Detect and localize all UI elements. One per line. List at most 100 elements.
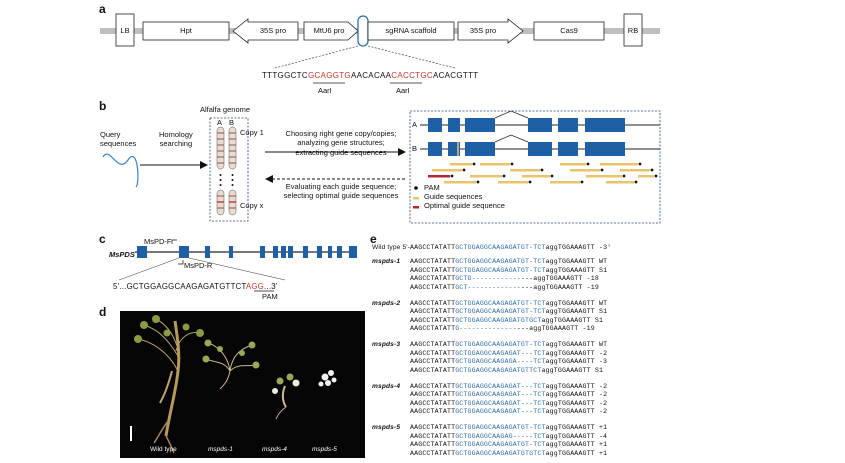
guide-bar — [620, 169, 650, 172]
pam-dot — [550, 174, 554, 178]
photo-label-mspds-4: mspds-4 — [262, 446, 287, 453]
mspds-1-plant — [202, 339, 260, 390]
alignment-row: AAGCCTATATTGCTG---------------aggTGGAAAG… — [410, 275, 599, 282]
p35s-right-arrow — [457, 18, 524, 44]
pam-dot — [450, 174, 454, 178]
alignment-row: AAGCCTATATTGCTGGAGGCAAGAGA----TCTaggTGGA… — [410, 358, 608, 365]
pam-dot — [580, 180, 584, 184]
alignment-row: AAGCCTATATTGCTGGAGGCAAGAG-----TCTaggTGGA… — [410, 432, 608, 440]
pam-dot — [476, 180, 480, 184]
mutant-label-mspds-1: mspds-1 — [372, 258, 401, 265]
chromosome-a — [216, 126, 225, 170]
gene-structure-box — [409, 110, 661, 224]
pam-label: PAM — [262, 292, 278, 301]
rb-box — [623, 13, 643, 47]
guide-bar — [470, 175, 502, 178]
alignment-row: AAGCCTATATTGCTGGAGGCAAGAGATGT-TCTaggTGGA… — [410, 341, 608, 348]
exon-b-5 — [558, 142, 578, 156]
aarl-label-2: AarI — [396, 86, 410, 95]
pam-dot — [600, 168, 604, 172]
primer-f-label: MsPD-F — [144, 237, 172, 246]
target-sequence: 5'...GCTGGAGGCAAGAGATGTTCTAGG...3' — [113, 282, 278, 291]
gene-b-label: B — [412, 144, 418, 153]
alignment-row: AAGCCTATATTGCTGGAGGCAAGAGAT---TCTaggTGGA… — [410, 382, 608, 390]
legend-guide-text: Guide sequences — [424, 192, 483, 201]
panel-label-b: b — [99, 99, 107, 113]
p35s-left-arrow — [232, 18, 299, 44]
legend-optimal-swatch — [413, 206, 419, 209]
mtu6-label: MtU6 pro — [313, 26, 345, 35]
pam-dot — [654, 174, 658, 178]
exon-b-1 — [428, 142, 442, 156]
copyx-label: Copy x — [240, 201, 264, 210]
exon-a-1 — [428, 118, 442, 132]
legend-optimal-text: Optimal guide sequence — [424, 201, 505, 210]
aarl-label-1: AarI — [318, 86, 332, 95]
alignment-row: AAGCCTATATTGCTGGAGGCAAGAGATGT-TCTaggTGGA… — [410, 266, 608, 274]
guide-bar — [450, 163, 472, 166]
pam-dot — [510, 162, 514, 166]
cas9-box — [533, 21, 605, 41]
legend-guide-swatch — [413, 197, 419, 200]
pam-dot — [502, 174, 506, 178]
cas9-label: Cas9 — [560, 26, 578, 35]
lb-label: LB — [120, 26, 130, 35]
plant-photo: Wild type mspds-1 mspds-4 mspds-5 — [120, 311, 365, 458]
rb-label: RB — [627, 26, 639, 35]
panel-label-d: d — [99, 305, 107, 319]
chr-b-label: B — [229, 118, 235, 127]
chr-a-label: A — [217, 118, 223, 127]
panel-c-gene-model — [118, 239, 357, 292]
guide-bar — [606, 181, 634, 184]
p35s-left-label: 35S pro — [259, 26, 287, 35]
alignment-row: AAGCCTATATTGCTGGAGGCAAGAGATGT-TCTaggTGGA… — [410, 299, 608, 307]
panel-a-construct — [100, 13, 660, 84]
guide-bar — [638, 175, 654, 178]
alignment-row: AAGCCTATATTGCTGGAGGCAAGAGATGT-TCTaggTGGA… — [410, 258, 608, 265]
panel-e-alignments: Wild type 5'-AAGCCTATATTGCTGGAGGCAAGAGAT… — [372, 244, 672, 458]
hpt-box — [142, 21, 230, 41]
exon-a-4 — [528, 118, 552, 132]
photo-label-mspds-5: mspds-5 — [312, 446, 337, 453]
pam-dot — [650, 168, 654, 172]
panel-label-c: c — [99, 232, 106, 246]
panel-label-e: e — [370, 232, 377, 246]
alignment-row: AAGCCTATATTGCTGGAGGCAAGAGATGTGTCTaggTGGA… — [410, 449, 608, 457]
exon-a-6 — [585, 118, 625, 132]
copy1-label: Copy 1 — [240, 128, 264, 137]
exon-a-2 — [448, 118, 460, 132]
query-label: Query sequences — [100, 130, 137, 149]
panel-b-gene-structures — [413, 111, 660, 209]
guide-sequence-layer — [428, 162, 658, 184]
alignment-row: AAGCCTATATTGCTGGAGGCAAGAGATGTTCTaggTGGAA… — [410, 366, 604, 374]
pam-dot — [586, 162, 590, 166]
mutant-label-mspds-2: mspds-2 — [372, 299, 401, 307]
mtu6-arrow — [303, 21, 359, 41]
alignment-row: AAGCCTATATTGCT----------------aggTGGAAAG… — [410, 283, 599, 291]
scaffold-label: sgRNA scaffold — [385, 26, 437, 35]
guide-bar — [432, 169, 462, 172]
pam-dot — [472, 162, 476, 166]
mutant-label-mspds-4: mspds-4 — [372, 382, 401, 390]
guide-bar — [480, 163, 510, 166]
guide-bar — [550, 181, 580, 184]
panel-label-a: a — [99, 2, 106, 16]
alignment-row: AAGCCTATATTGCTGGAGGCAAGAGATGT-TCTaggTGGA… — [410, 424, 608, 431]
panel-b-workflow — [102, 110, 661, 224]
photo-label-mspds-1: mspds-1 — [208, 446, 233, 453]
guide-bar — [444, 181, 476, 184]
wild-type-sequence: AAGCCTATATTGCTGGAGGCAAGAGATGT-TCTaggTGGA… — [410, 244, 612, 251]
mspds-4-plant — [272, 373, 300, 420]
legend-pam-text: PAM — [424, 183, 440, 192]
alignment-row: AAGCCTATATTGCTGGAGGCAAGAGATGT-TCTaggTGGA… — [410, 441, 608, 448]
photo-label-wild-type: Wild type — [150, 446, 177, 453]
guide-bar — [522, 175, 550, 178]
p35s-right-label: 35S pro — [469, 26, 497, 35]
evaluate-step-text: Evaluating each guide sequence; selectin… — [283, 182, 399, 201]
guide-bar — [600, 163, 638, 166]
guide-bar — [586, 175, 622, 178]
exon-b-3 — [465, 142, 495, 156]
exon-b-6 — [585, 142, 625, 156]
choose-step-text: Choosing right gene copy/copies; analyzi… — [285, 129, 397, 157]
mutant-label-mspds-5: mspds-5 — [372, 424, 401, 431]
